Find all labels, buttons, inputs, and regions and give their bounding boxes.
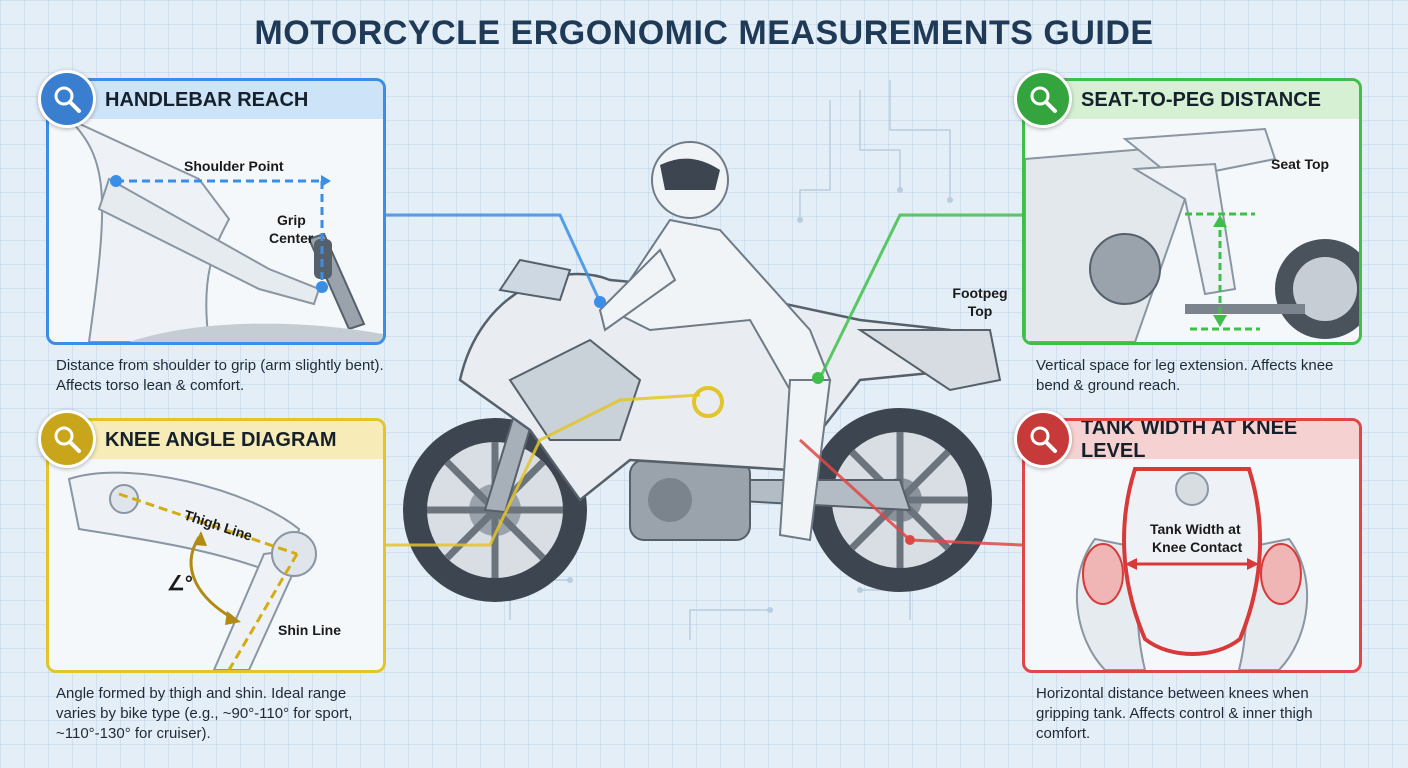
magnifier-icon	[38, 70, 96, 128]
tank-width-panel: TANK WIDTH AT KNEE LEVEL Tank Width at K…	[1022, 418, 1362, 673]
seat-to-peg-caption: Vertical space for leg extension. Affect…	[1036, 357, 1334, 394]
magnifier-icon	[38, 410, 96, 468]
handlebar-reach-panel: HANDLEBAR REACH Shoulder Point Grip Cent…	[46, 78, 386, 345]
seat-to-peg-heading: SEAT-TO-PEG DISTANCE	[1025, 81, 1359, 119]
seat-top-label: Seat Top	[1271, 156, 1329, 172]
motorcycle-illustration	[403, 80, 1002, 640]
footpeg-top-label-line1: Footpeg	[952, 285, 1008, 301]
tank-width-label-line2: Knee Contact	[1152, 539, 1243, 555]
knee-angle-caption: Angle formed by thigh and shin. Ideal ra…	[56, 685, 353, 742]
tank-width-heading: TANK WIDTH AT KNEE LEVEL	[1025, 421, 1359, 462]
angle-symbol-label: ∠°	[167, 573, 193, 595]
tank-width-caption: Horizontal distance between knees when g…	[1036, 685, 1313, 742]
shoulder-point-label: Shoulder Point	[184, 158, 284, 174]
shin-line-label: Shin Line	[278, 622, 341, 638]
handlebar-reach-caption: Distance from shoulder to grip (arm slig…	[56, 357, 384, 394]
page-title: MOTORCYCLE ERGONOMIC MEASUREMENTS GUIDE	[254, 14, 1154, 52]
knee-angle-heading: KNEE ANGLE DIAGRAM	[49, 421, 383, 459]
magnifier-icon	[1014, 70, 1072, 128]
seat-to-peg-panel: SEAT-TO-PEG DISTANCE Seat Top	[1022, 78, 1362, 345]
grip-label-line2: Center	[269, 230, 314, 246]
handlebar-reach-heading: HANDLEBAR REACH	[49, 81, 383, 119]
magnifier-icon	[1014, 410, 1072, 468]
knee-angle-panel: KNEE ANGLE DIAGRAM Thigh Line Shin Line …	[46, 418, 386, 673]
footpeg-top-label: Footpeg Top	[940, 284, 1020, 320]
tank-width-label-line1: Tank Width at	[1150, 521, 1241, 537]
footpeg-top-label-line2: Top	[967, 303, 993, 319]
grip-label-line1: Grip	[277, 212, 306, 228]
